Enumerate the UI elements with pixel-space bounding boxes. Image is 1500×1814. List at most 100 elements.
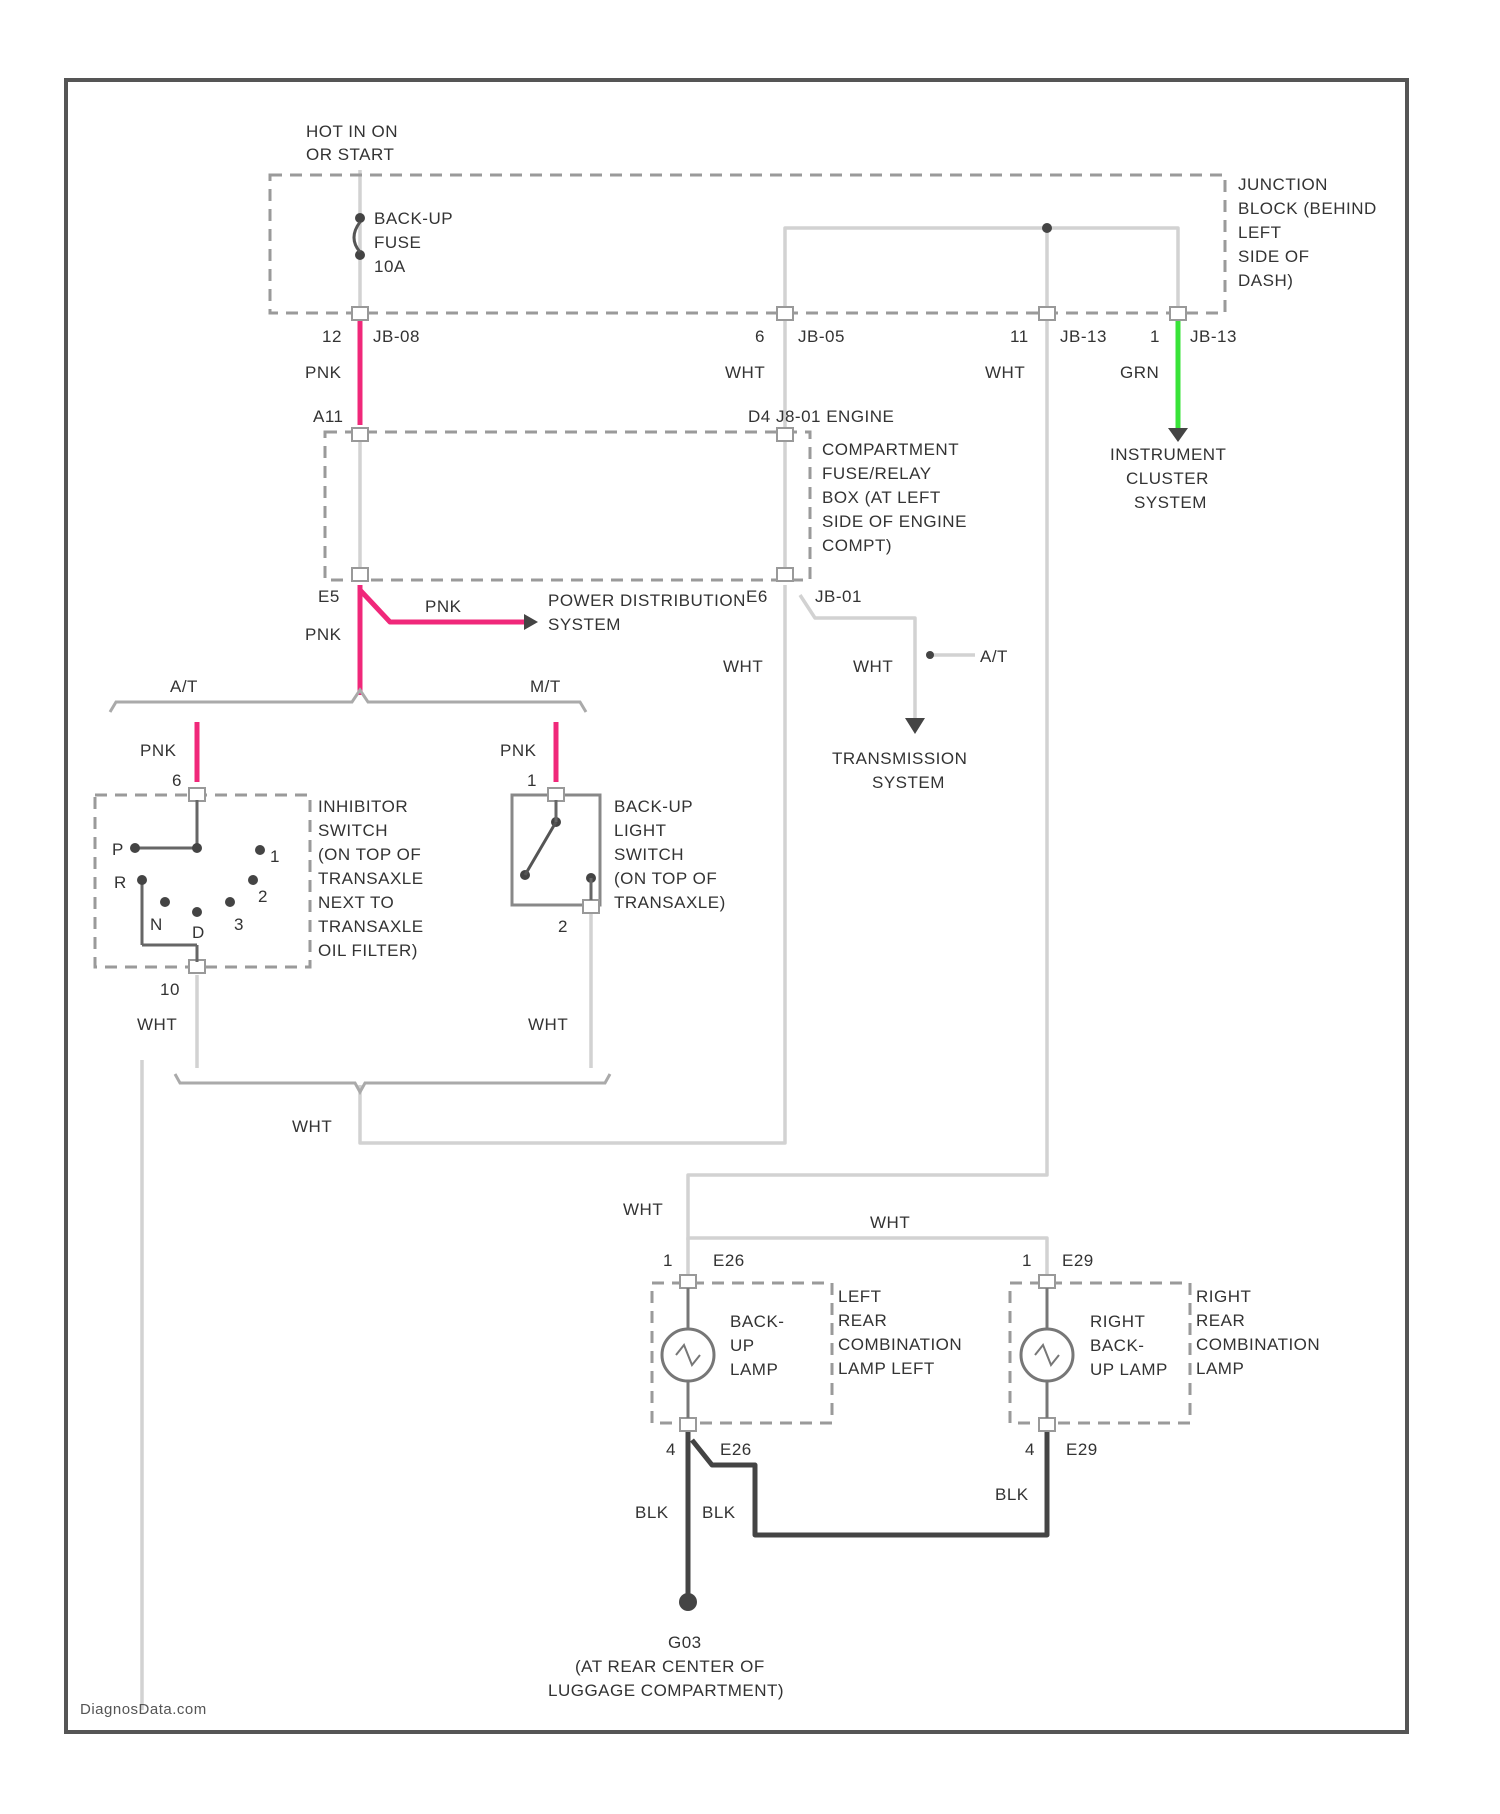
jb-label-line2: BLOCK (BEHIND: [1238, 199, 1377, 218]
wire-color-blk-3: BLK: [995, 1485, 1029, 1504]
ground-point: [679, 1593, 697, 1611]
wire-color-wht-8: WHT: [623, 1200, 663, 1219]
left-lamp-conn-bot: E26: [720, 1440, 752, 1459]
instrument-cluster-line3: SYSTEM: [1134, 493, 1207, 512]
instrument-cluster-line2: CLUSTER: [1126, 469, 1209, 488]
at-note-node: [926, 651, 934, 659]
right-lamp-inner-line2: BACK-: [1090, 1336, 1144, 1355]
wire-color-wht-4: WHT: [853, 657, 893, 676]
engine-box-label-line3: BOX (AT LEFT: [822, 488, 941, 507]
inhibitor-pin-in: 6: [172, 771, 182, 790]
variant-at: A/T: [170, 677, 198, 696]
jb-pin-12: 12: [322, 327, 342, 346]
backup-switch-label-line1: BACK-UP: [614, 797, 693, 816]
wht-wire-jb-to-left-lamp: [688, 318, 1047, 1275]
wire-color-wht-1: WHT: [725, 363, 765, 382]
inhibitor-label-line4: TRANSAXLE: [318, 869, 424, 888]
ground-label-line2: LUGGAGE COMPARTMENT): [548, 1681, 784, 1700]
arrow-power-dist: [524, 614, 538, 630]
switch-output-bracket: [175, 1074, 610, 1092]
inhibitor-pin-out: 10: [160, 980, 180, 999]
transmission-at-note: A/T: [980, 647, 1008, 666]
transmission-line2: SYSTEM: [872, 773, 945, 792]
wire-color-blk-2: BLK: [702, 1503, 736, 1522]
right-lamp-label-line3: COMBINATION: [1196, 1335, 1320, 1354]
inhibitor-pos-r: R: [114, 873, 127, 892]
variant-mt: M/T: [530, 677, 561, 696]
right-lamp-label-line1: RIGHT: [1196, 1287, 1251, 1306]
backup-switch-label-line2: LIGHT: [614, 821, 667, 840]
power-dist-line1: POWER DISTRIBUTION: [548, 591, 746, 610]
instrument-cluster-line1: INSTRUMENT: [1110, 445, 1226, 464]
backup-switch-label-line3: SWITCH: [614, 845, 684, 864]
wire-color-wht-6: WHT: [528, 1015, 568, 1034]
wire-color-blk-1: BLK: [635, 1503, 669, 1522]
left-lamp-label-line4: LAMP LEFT: [838, 1359, 935, 1378]
right-lamp-inner-line1: RIGHT: [1090, 1312, 1145, 1331]
inhibitor-pos-3: 3: [234, 915, 244, 934]
engine-box-label-line1: COMPARTMENT: [822, 440, 959, 459]
jb-conn-jb08: JB-08: [373, 327, 420, 346]
left-lamp-bulb-icon: [662, 1288, 714, 1418]
engine-box-pin-e6: E6: [746, 587, 768, 606]
jb-conn-jb13a: JB-13: [1060, 327, 1107, 346]
engine-box-conn-jb01: JB-01: [815, 587, 862, 606]
inhibitor-pos-1: 1: [270, 847, 280, 866]
wire-color-pnk-4: PNK: [140, 741, 177, 760]
inhibitor-label-line6: TRANSAXLE: [318, 917, 424, 936]
ground-id: G03: [668, 1633, 702, 1652]
backup-switch-label-line5: TRANSAXLE): [614, 893, 726, 912]
wire-color-pnk-1: PNK: [305, 363, 342, 382]
jb-pin-1: 1: [1150, 327, 1160, 346]
watermark: DiagnosData.com: [80, 1701, 207, 1718]
jb-internal-bus: [785, 228, 1178, 315]
engine-box-label-line2: FUSE/RELAY: [822, 464, 932, 483]
left-lamp-inner-line2: UP: [730, 1336, 755, 1355]
wht-wire-e6-to-switches: [360, 585, 785, 1143]
left-lamp-conn-top: E26: [713, 1251, 745, 1270]
power-source-line1: HOT IN ON: [306, 122, 398, 141]
right-lamp-label-line4: LAMP: [1196, 1359, 1244, 1378]
jb-label-line3: LEFT: [1238, 223, 1282, 242]
wire-color-pnk-5: PNK: [500, 741, 537, 760]
right-lamp-inner-line3: UP LAMP: [1090, 1360, 1168, 1379]
left-lamp-inner-line1: BACK-: [730, 1312, 784, 1331]
inhibitor-label-line7: OIL FILTER): [318, 941, 418, 960]
backup-switch-pin-in: 1: [527, 771, 537, 790]
inhibitor-pos-d: D: [192, 923, 205, 942]
jb-conn-jb13b: JB-13: [1190, 327, 1237, 346]
wire-color-grn: GRN: [1120, 363, 1159, 382]
wire-color-pnk-3: PNK: [425, 597, 462, 616]
jb-pin-6: 6: [755, 327, 765, 346]
backup-switch-contact: [520, 800, 596, 900]
wire-color-wht-7: WHT: [292, 1117, 332, 1136]
wire-color-wht-3: WHT: [723, 657, 763, 676]
engine-box-pin-a11: A11: [313, 407, 344, 426]
right-lamp-conn-top: E29: [1062, 1251, 1094, 1270]
engine-box-label-line5: COMPT): [822, 536, 892, 555]
right-lamp-label-line2: REAR: [1196, 1311, 1245, 1330]
inhibitor-label-line5: NEXT TO: [318, 893, 394, 912]
arrow-transmission: [905, 718, 925, 734]
fuse-node-top: [355, 213, 365, 223]
backup-switch-pin-out: 2: [558, 917, 568, 936]
jb-splice-node: [1042, 223, 1052, 233]
wire-color-wht-9: WHT: [870, 1213, 910, 1232]
engine-box: [325, 432, 810, 580]
left-lamp-pin-top: 1: [663, 1251, 673, 1270]
jb-conn-jb05: JB-05: [798, 327, 845, 346]
jb-label-line5: DASH): [1238, 271, 1293, 290]
inhibitor-label-line1: INHIBITOR: [318, 797, 408, 816]
power-source-line2: OR START: [306, 145, 394, 164]
engine-box-label-line4: SIDE OF ENGINE: [822, 512, 967, 531]
jb-label-line1: JUNCTION: [1238, 175, 1328, 194]
fuse-label-line3: 10A: [374, 257, 406, 276]
engine-box-pin-e5: E5: [318, 587, 340, 606]
wire-color-pnk-2: PNK: [305, 625, 342, 644]
wire-color-wht-2: WHT: [985, 363, 1025, 382]
wire-color-wht-5: WHT: [137, 1015, 177, 1034]
inhibitor-label-line3: (ON TOP OF: [318, 845, 421, 864]
engine-box-top-right: D4 J8-01 ENGINE: [748, 407, 894, 426]
inhibitor-pos-p: P: [112, 840, 124, 859]
